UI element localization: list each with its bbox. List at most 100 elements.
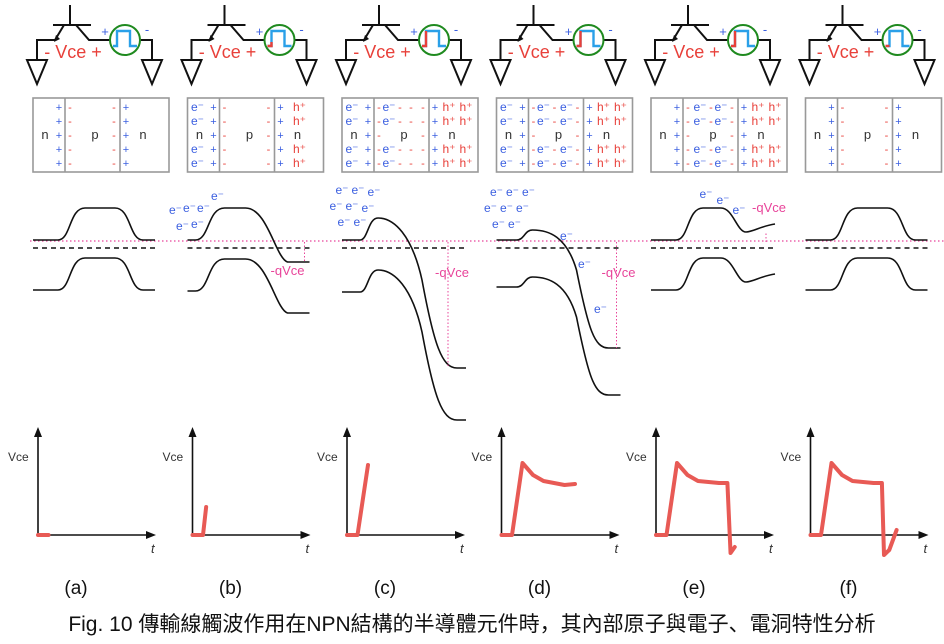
acceptor-ion: - (885, 158, 889, 170)
vce-label: - Vce + (199, 42, 257, 62)
electron: e⁻ (522, 185, 535, 199)
ground-icon (25, 59, 49, 87)
donor-ion: + (895, 144, 901, 156)
ground-icon (295, 59, 318, 87)
electron: e⁻ (594, 302, 607, 316)
x-axis-label: t (460, 541, 465, 556)
electron: e⁻ (500, 142, 513, 156)
electron: e⁻ (500, 100, 513, 114)
qvce-label: -qVce (435, 265, 469, 280)
x-axis-label: t (769, 541, 774, 556)
donor-ion: + (674, 130, 680, 142)
acceptor-ion: - (730, 144, 734, 156)
y-axis-arrow-icon (806, 427, 815, 437)
donor-ion: + (56, 130, 62, 142)
pulse-source-icon (727, 24, 759, 56)
acceptor-ion: - (841, 116, 845, 128)
y-axis-label: Vce (163, 450, 184, 464)
hole: h⁺ (442, 114, 455, 128)
acceptor-ion: - (730, 102, 734, 114)
acceptor-ion: - (223, 102, 227, 114)
donor-ion: + (586, 102, 592, 114)
acceptor-ion: - (841, 144, 845, 156)
donor-ion: + (828, 116, 834, 128)
y-axis-label: Vce (626, 450, 647, 464)
x-axis-arrow-icon (764, 531, 774, 539)
acceptor-ion: - (68, 130, 72, 142)
npn-box (495, 97, 634, 173)
npn-box (186, 97, 325, 173)
electron: e⁻ (191, 142, 204, 156)
figure-caption: Fig. 10 傳輸線觸波作用在NPN結構的半導體元件時，其內部原子與電子、電洞… (68, 613, 876, 636)
hole: h⁺ (597, 100, 610, 114)
electron: e⁻ (176, 219, 189, 233)
acceptor-ion: - (709, 158, 713, 170)
hole: h⁺ (751, 142, 764, 156)
n-region-label: n (350, 127, 357, 142)
hole: h⁺ (459, 114, 472, 128)
vce-time-graph: Vce t (163, 427, 311, 556)
acceptor-ion: - (409, 144, 413, 156)
ground-icon (758, 59, 782, 87)
y-axis-label: Vce (472, 450, 493, 464)
acceptor-ion: - (409, 158, 413, 170)
ground-icon (334, 59, 358, 87)
polarity-plus: + (256, 24, 264, 39)
acceptor-ion: - (553, 158, 557, 170)
emitter-arrow-icon (672, 35, 678, 42)
y-axis-arrow-icon (34, 427, 42, 437)
pulse-source-icon (263, 24, 296, 56)
conduction-band (187, 207, 310, 263)
hole: h⁺ (442, 156, 455, 170)
hole: h⁺ (768, 142, 781, 156)
vce-label: - Vce + (817, 42, 875, 62)
donor-ion: + (895, 102, 901, 114)
emitter-arrow-icon (826, 35, 833, 42)
electron: e⁻ (335, 183, 348, 197)
hole: h⁺ (751, 100, 764, 114)
pulse-source-icon (572, 24, 605, 56)
acceptor-ion: - (377, 158, 381, 170)
donor-ion: + (277, 116, 283, 128)
hole: h⁺ (597, 114, 610, 128)
conduction-band (33, 207, 155, 241)
acceptor-ion: - (421, 158, 425, 170)
hole: h⁺ (597, 156, 610, 170)
acceptor-ion: - (112, 116, 116, 128)
electron: e⁻ (490, 185, 503, 199)
hole: h⁺ (293, 142, 306, 156)
n-region-label: n (757, 127, 764, 142)
band-diagram: e⁻e⁻e⁻e⁻e⁻e⁻-qVce (169, 189, 310, 314)
band-diagram: e⁻e⁻e⁻e⁻e⁻e⁻e⁻e⁻-qVce (329, 183, 469, 421)
x-axis-label: t (306, 541, 311, 556)
donor-ion: + (56, 116, 62, 128)
acceptor-ion: - (267, 102, 271, 114)
acceptor-ion: - (398, 116, 402, 128)
donor-ion: + (277, 144, 283, 156)
pulse-source-icon (881, 24, 914, 56)
transistor-symbol (362, 5, 419, 41)
electron: e⁻ (693, 114, 706, 128)
n-region-label: n (139, 127, 146, 142)
emitter-wire (36, 39, 55, 60)
hole: h⁺ (442, 100, 455, 114)
donor-ion: + (365, 158, 371, 170)
donor-ion: + (123, 158, 129, 170)
electron: e⁻ (537, 114, 550, 128)
donor-ion: + (828, 130, 834, 142)
acceptor-ion: - (553, 102, 557, 114)
pulse-progress-marker (422, 31, 428, 48)
acceptor-ion: - (68, 158, 72, 170)
donor-ion: + (123, 102, 129, 114)
electron: e⁻ (367, 185, 380, 199)
acceptor-ion: - (576, 102, 580, 114)
y-axis-label: Vce (8, 450, 29, 464)
acceptor-ion: - (532, 102, 536, 114)
acceptor-ion: - (112, 158, 116, 170)
valence-band (805, 257, 928, 291)
